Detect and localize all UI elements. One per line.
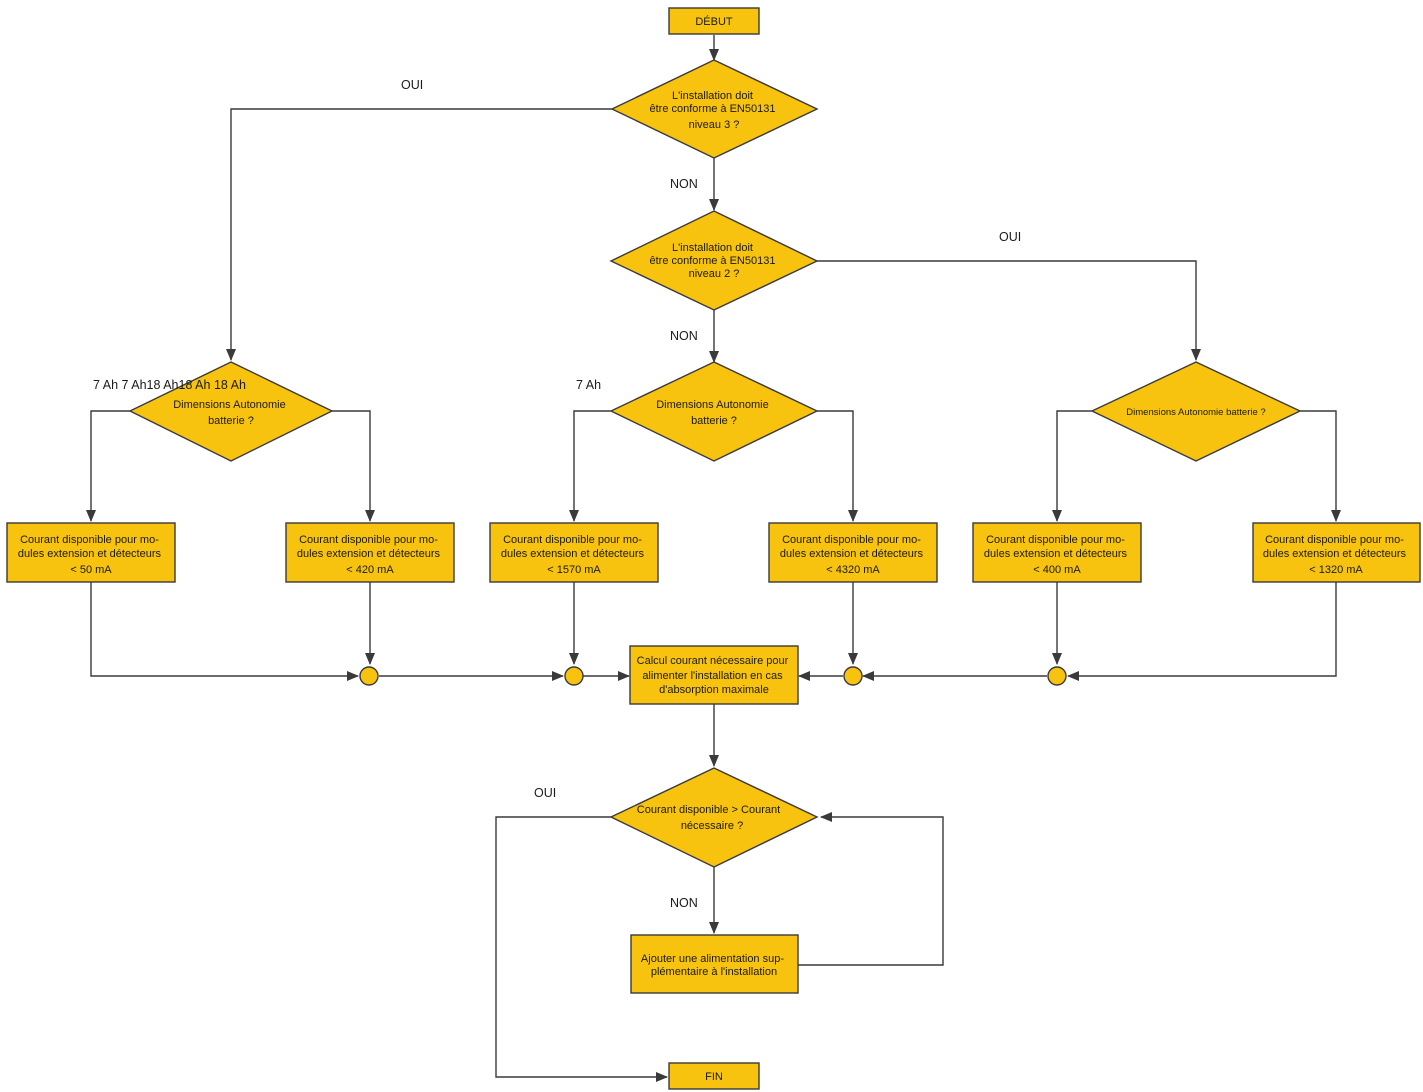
label-level2-no: NON: [670, 329, 698, 343]
decision-compare-label: Courant disponible > Courant nécessaire …: [637, 804, 783, 832]
edge-50-to-junction: [90, 582, 359, 681]
end-node: FIN: [668, 1062, 760, 1090]
decision-compare: Courant disponible > Courant nécessaire …: [609, 767, 819, 868]
label-compare-no: NON: [670, 896, 698, 910]
box-calc-label: Calcul courant nécessaire pour alimenter…: [637, 655, 792, 696]
decision-battery-right-label: Dimensions Autonomie batterie ?: [1126, 407, 1265, 418]
label-level2-yes: OUI: [999, 230, 1021, 244]
box-current-400: Courant disponible pour mo- dules extens…: [972, 522, 1142, 583]
label-level3-yes: OUI: [401, 78, 423, 92]
box-current-1320-label: Courant disponible pour mo- dules extens…: [1263, 534, 1409, 576]
box-current-420: Courant disponible pour mo- dules extens…: [285, 522, 455, 583]
box-add-supply: Ajouter une alimentation sup- plémentair…: [630, 934, 799, 994]
edge-level3-yes: [226, 108, 612, 361]
box-add-supply-label: Ajouter une alimentation sup- plémentair…: [641, 953, 787, 978]
box-current-4320: Courant disponible pour mo- dules extens…: [768, 522, 938, 583]
junction-1: [359, 666, 379, 686]
label-battery-mid: 7 Ah: [576, 378, 601, 392]
box-current-4320-label: Courant disponible pour mo- dules extens…: [780, 534, 926, 576]
box-current-420-label: Courant disponible pour mo- dules extens…: [297, 534, 443, 576]
decision-battery-right: Dimensions Autonomie batterie ?: [1090, 361, 1302, 462]
edge-1320-to-junction: [1067, 582, 1337, 681]
junction-3: [843, 666, 863, 686]
edges: [86, 35, 1341, 1082]
box-current-50-label: Courant disponible pour mo- dules extens…: [18, 534, 164, 576]
junction-2: [564, 666, 584, 686]
start-node: DÉBUT: [668, 7, 760, 35]
box-current-50: Courant disponible pour mo- dules extens…: [6, 522, 176, 583]
decision-battery-left: Dimensions Autonomie batterie ?: [128, 361, 334, 462]
edge-battery-left-to-50: [86, 410, 130, 522]
decision-level2: L'installation doit être conforme à EN50…: [609, 210, 819, 311]
decision-battery-mid: Dimensions Autonomie batterie ?: [609, 361, 819, 462]
box-current-1570-label: Courant disponible pour mo- dules extens…: [501, 534, 647, 576]
edge-add-supply-loop: [798, 812, 944, 966]
edge-compare-yes: [495, 816, 668, 1082]
end-label: FIN: [705, 1071, 723, 1083]
label-compare-yes: OUI: [534, 786, 556, 800]
start-label: DÉBUT: [695, 15, 733, 28]
decision-battery-mid-label: Dimensions Autonomie batterie ?: [656, 399, 772, 427]
box-current-1320: Courant disponible pour mo- dules extens…: [1252, 522, 1421, 583]
edge-battery-mid-to-4320: [817, 410, 858, 522]
decision-level2-label: L'installation doit être conforme à EN50…: [649, 242, 778, 280]
box-current-1570: Courant disponible pour mo- dules extens…: [489, 522, 659, 583]
edge-battery-left-to-420: [332, 410, 375, 522]
edge-level2-yes: [816, 260, 1201, 361]
label-battery-left: 7 Ah 7 Ah18 Ah18 Ah 18 Ah: [93, 378, 246, 392]
label-level3-no: NON: [670, 177, 698, 191]
decision-level3-label: L'installation doit être conforme à EN50…: [649, 90, 778, 131]
decision-battery-left-label: Dimensions Autonomie batterie ?: [173, 399, 289, 427]
box-current-400-label: Courant disponible pour mo- dules extens…: [984, 534, 1130, 576]
decision-level3: L'installation doit être conforme à EN50…: [610, 59, 819, 159]
edge-battery-right-to-400: [1052, 410, 1092, 522]
edge-battery-mid-to-1570: [569, 410, 611, 522]
junction-4: [1047, 666, 1067, 686]
edge-battery-right-to-1320: [1300, 410, 1341, 522]
box-calc: Calcul courant nécessaire pour alimenter…: [629, 645, 799, 705]
